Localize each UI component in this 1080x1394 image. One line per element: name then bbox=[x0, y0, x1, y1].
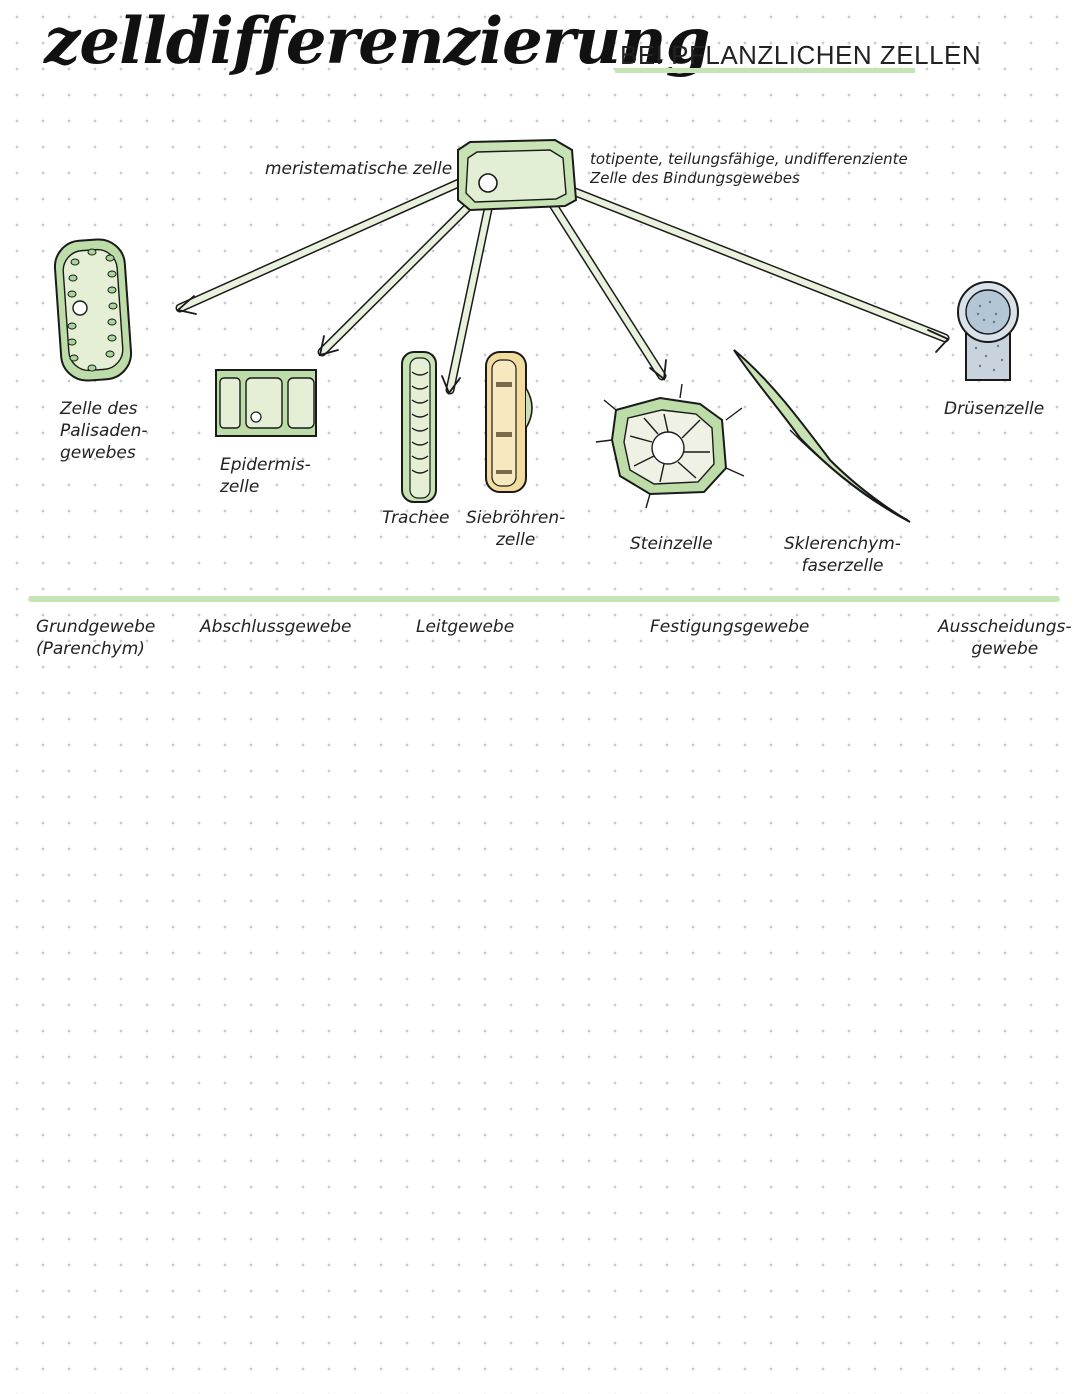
stone-cell-label: Steinzelle bbox=[630, 534, 713, 554]
trachee bbox=[401, 351, 437, 503]
sieve-tube-cell bbox=[485, 351, 533, 493]
arrow-to-epidermis bbox=[317, 185, 490, 357]
trachee-label: Trachee bbox=[382, 508, 450, 528]
tissue-label-ausscheidungsgewebe: Ausscheidungs- gewebe bbox=[938, 617, 1072, 659]
meristematic-cell-label: meristematische zelle bbox=[265, 159, 453, 179]
palisade-cell bbox=[53, 238, 133, 382]
arrow-to-trachee bbox=[441, 195, 495, 395]
arrow-to-druesenzelle bbox=[565, 185, 950, 353]
epidermis-cells bbox=[215, 369, 317, 437]
tissue-label-abschlussgewebe: Abschlussgewebe bbox=[200, 617, 352, 637]
sclerenchyma-fibre-label: Sklerenchym- faserzelle bbox=[784, 534, 901, 576]
gland-cell bbox=[957, 281, 1019, 381]
palisade-cell-label: Zelle des Palisaden- gewebes bbox=[60, 399, 148, 463]
sieve-tube-cell-label: Siebröhren- zelle bbox=[466, 508, 566, 550]
arrow-to-palisade bbox=[175, 173, 475, 315]
sclerenchyma-fibre bbox=[733, 349, 911, 523]
tissue-label-grundgewebe: Grundgewebe (Parenchym) bbox=[36, 617, 156, 659]
page-title: zelldifferenzierung bbox=[44, 4, 710, 79]
arrow-to-steinzelle bbox=[545, 195, 667, 381]
gland-cell-label: Drüsenzelle bbox=[944, 399, 1045, 419]
meristematic-cell-description: totipente, teilungsfähige, undifferenzie… bbox=[590, 150, 908, 187]
subtitle-underline bbox=[615, 68, 915, 73]
stone-cell bbox=[595, 383, 745, 509]
page-subtitle: BEI PFLANZLICHEN ZELLEN bbox=[620, 40, 982, 70]
tissue-divider bbox=[28, 596, 1060, 602]
tissue-label-leitgewebe: Leitgewebe bbox=[416, 617, 515, 637]
meristematic-cell bbox=[457, 138, 578, 212]
tissue-label-festigungsgewebe: Festigungsgewebe bbox=[650, 617, 810, 637]
arrows bbox=[175, 173, 950, 395]
epidermis-cell-label: Epidermis- zelle bbox=[220, 455, 311, 497]
